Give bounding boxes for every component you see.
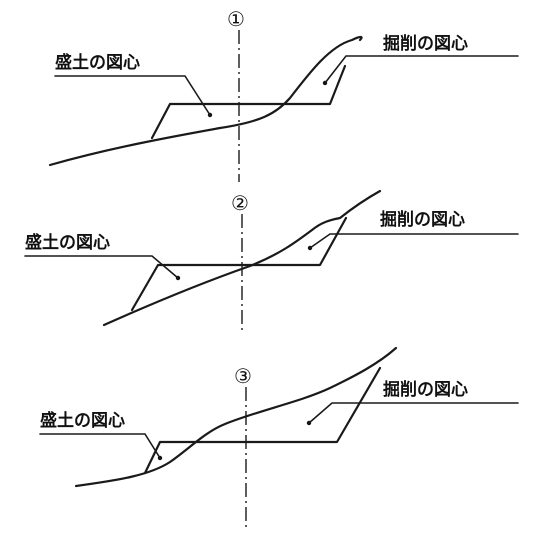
diagram-3-fill-label: 盛土の図心 (40, 410, 125, 431)
diagram-3-fill-slope (143, 440, 252, 475)
diagram-3-cut-slope (248, 366, 382, 444)
diagram-1-number: ① (227, 7, 245, 31)
diagram-1-cut-label: 掘削の図心 (383, 33, 468, 54)
diagram-3: ③ 盛土の図心 掘削の図心 (39, 346, 519, 528)
diagram-1: ① 盛土の図心 掘削の図心 (48, 7, 519, 182)
diagram-3-cut-leader (308, 402, 519, 424)
diagram-2-fill-label: 盛土の図心 (25, 232, 110, 253)
diagram-2-fill-slope (130, 263, 242, 312)
diagram-2-cut-slope (238, 216, 348, 267)
diagram-3-cut-label: 掘削の図心 (383, 379, 468, 400)
diagram-3-number: ③ (234, 364, 252, 388)
diagram-1-cut-slope (244, 64, 347, 106)
diagram-1-cut-leader (324, 55, 519, 84)
diagram-1-fill-slope (150, 102, 248, 140)
diagram-2-ground-line (102, 189, 382, 327)
diagram-2-cut-leader (309, 233, 519, 249)
diagram-3-ground-line (74, 346, 398, 488)
diagram-2-fill-leader (24, 255, 179, 279)
diagram-2-number: ② (231, 191, 249, 215)
diagram-1-fill-label: 盛土の図心 (55, 52, 140, 73)
diagram-3-fill-leader (39, 433, 161, 459)
diagram-2: ② 盛土の図心 掘削の図心 (24, 189, 519, 330)
diagram-1-fill-leader (54, 75, 211, 116)
diagram-1-ground-line (48, 35, 363, 167)
diagram-2-cut-label: 掘削の図心 (380, 209, 465, 230)
